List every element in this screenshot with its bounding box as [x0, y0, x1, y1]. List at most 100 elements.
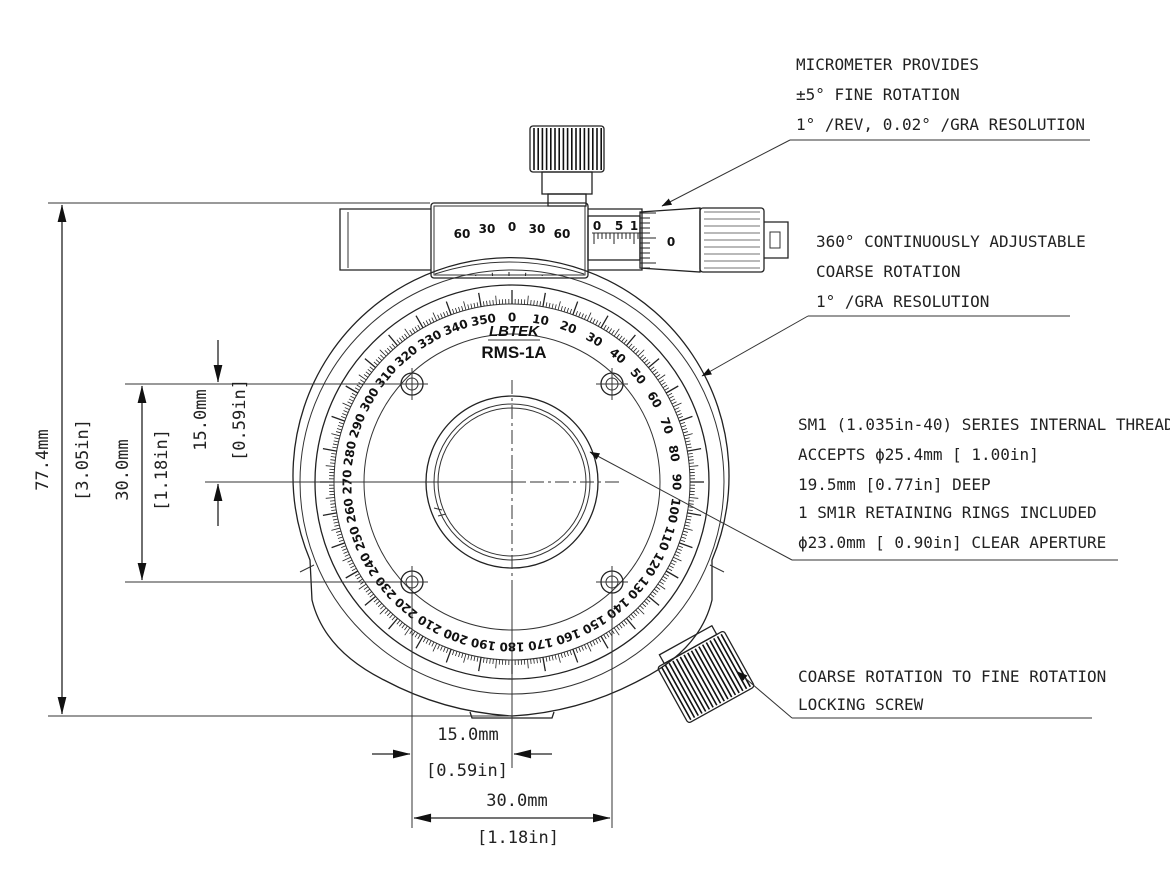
coarse-tick — [687, 512, 702, 516]
coarse-tick — [679, 415, 693, 422]
coarse-tick — [664, 573, 670, 577]
coarse-tick — [401, 335, 406, 341]
coarse-tick — [683, 433, 693, 437]
coarse-tick — [348, 398, 354, 402]
coarse-tick — [655, 586, 661, 590]
coarse-tick — [443, 646, 446, 652]
coarse-label: 80 — [666, 444, 683, 463]
coarse-tick — [662, 384, 668, 389]
coarse-tick — [343, 551, 349, 554]
coarse-tick — [482, 301, 485, 307]
coarse-tick — [605, 632, 610, 638]
callout-internal-thread: SM1 (1.035in-40) SERIES INTERNAL THREAD … — [589, 415, 1170, 561]
coarse-label: 20 — [558, 318, 578, 337]
coarse-tick — [687, 509, 693, 512]
coarse-tick — [652, 369, 657, 373]
coarse-tick — [653, 588, 659, 593]
coarse-tick — [628, 616, 633, 621]
coarse-tick — [685, 440, 691, 443]
coarse-tick — [597, 637, 602, 643]
coarse-tick — [330, 459, 336, 461]
coarse-tick — [417, 634, 421, 640]
coarse-tick — [639, 605, 644, 610]
coarse-tick — [689, 465, 699, 467]
coarse-tick — [584, 314, 587, 320]
coarse-label: 150 — [580, 612, 609, 637]
coarse-tick — [409, 330, 413, 335]
coarse-tick — [365, 371, 371, 376]
coarse-tick — [391, 616, 396, 621]
coarse-tick — [486, 658, 488, 664]
coarse-tick — [322, 448, 337, 452]
coarse-tick — [684, 524, 690, 527]
callout-locking-screw: COARSE ROTATION TO FINE ROTATION LOCKING… — [737, 667, 1106, 719]
coarse-tick — [566, 651, 569, 657]
coarse-tick — [331, 452, 337, 455]
coarse-tick — [563, 652, 566, 658]
coarse-tick — [417, 324, 421, 330]
coarse-tick — [646, 361, 651, 366]
coarse-tick — [345, 570, 359, 579]
coarse-tick — [347, 559, 353, 563]
coarse-tick — [341, 416, 346, 419]
coarse-tick — [338, 422, 344, 425]
coarse-tick — [330, 506, 336, 508]
coarse-tick — [432, 643, 438, 652]
coarse-tick — [386, 611, 391, 617]
coarse-tick — [350, 565, 356, 569]
coarse-tick — [688, 500, 695, 502]
coarse-tick — [608, 631, 613, 636]
fine-tick — [459, 279, 463, 292]
coarse-label: 90 — [670, 474, 684, 491]
coarse-tick — [548, 656, 551, 662]
coarse-tick — [628, 343, 633, 348]
coarse-tick — [595, 638, 599, 644]
knurl-line — [668, 662, 699, 716]
coarse-tick — [586, 312, 592, 321]
coarse-tick — [489, 300, 491, 306]
callout-line: LOCKING SCREW — [798, 695, 924, 714]
coarse-tick — [428, 318, 432, 324]
coarse-tick — [437, 314, 440, 320]
coarse-tick — [560, 652, 563, 659]
coarse-tick — [569, 308, 572, 314]
top-knurled-knob — [529, 125, 605, 173]
dim-hole-pitch-vertical-in: [1.18in] — [152, 429, 172, 511]
coarse-tick — [492, 658, 494, 665]
coarse-tick — [686, 515, 692, 518]
coarse-tick — [671, 559, 677, 563]
coarse-tick — [476, 302, 479, 308]
coarse-tick — [329, 462, 336, 464]
coarse-tick — [331, 542, 345, 549]
knurl-line — [664, 664, 696, 719]
coarse-tick — [682, 533, 688, 536]
fine-tick — [542, 282, 544, 290]
coarse-tick — [572, 301, 579, 315]
coarse-tick — [539, 301, 542, 307]
coarse-label: 40 — [607, 345, 629, 366]
coarse-tick — [683, 527, 693, 531]
coarse-tick — [399, 337, 403, 342]
coarse-tick — [384, 350, 389, 355]
coarse-tick — [333, 521, 339, 524]
coarse-label: 190 — [470, 635, 497, 653]
coarse-tick — [492, 299, 494, 306]
coarse-tick — [650, 366, 655, 371]
knurl-line — [683, 654, 714, 708]
coarse-tick — [530, 299, 532, 306]
coarse-label: 250 — [347, 524, 369, 552]
coarse-tick — [687, 448, 702, 452]
coarse-tick — [342, 548, 348, 551]
knurl-line — [690, 650, 722, 704]
coarse-tick — [363, 586, 369, 590]
coarse-tick — [391, 343, 396, 348]
coarse-tick — [689, 497, 699, 499]
fine-tick — [524, 272, 527, 276]
coarse-tick — [373, 598, 378, 603]
coarse-label: 160 — [554, 626, 582, 648]
coarse-tick — [613, 627, 620, 636]
coarse-tick — [621, 622, 625, 627]
coarse-tick — [379, 349, 387, 357]
callout-line: 1 SM1R RETAINING RINGS INCLUDED — [798, 503, 1097, 522]
